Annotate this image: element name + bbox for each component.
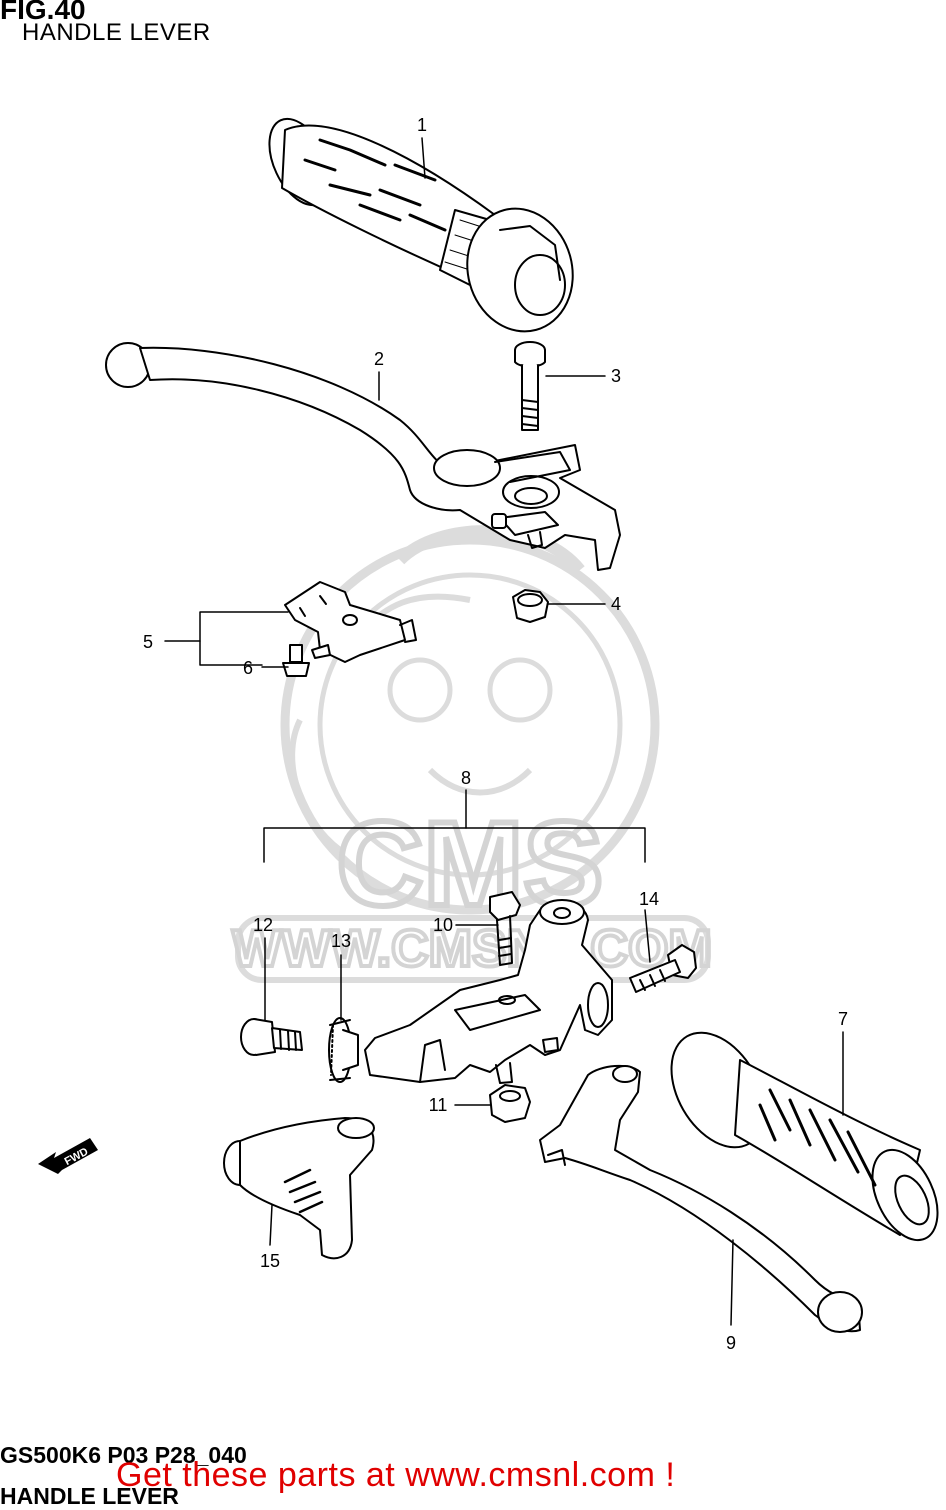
adjuster-13-drawing [328, 1017, 359, 1083]
grip-right-drawing [268, 117, 574, 333]
bolt-14-drawing [629, 944, 697, 993]
callout-labels: 1 2 3 4 5 6 7 8 9 10 11 12 13 14 15 [143, 115, 848, 1353]
bolt-10-drawing [489, 891, 521, 966]
fwd-arrow-icon: FWD [38, 1138, 98, 1174]
page-title: HANDLE LEVER [22, 19, 211, 46]
nut-4-drawing [512, 589, 549, 623]
callout-1: 1 [417, 115, 427, 135]
callout-4: 4 [611, 594, 621, 614]
callout-14: 14 [639, 889, 659, 909]
watermark-url: WWW.CMSNL.COM [232, 920, 711, 978]
bolt-12-drawing [240, 1018, 303, 1056]
nut-11-drawing [489, 1062, 531, 1123]
callout-15: 15 [260, 1251, 280, 1271]
lever-cover-drawing [223, 1117, 375, 1260]
callout-9: 9 [726, 1333, 736, 1353]
cms-watermark [280, 525, 660, 915]
front-brake-lever-drawing [105, 342, 621, 571]
figure-number: FIG.40 [0, 0, 86, 25]
brake-switch-drawing [284, 581, 417, 663]
callout-10: 10 [433, 915, 453, 935]
clutch-lever-drawing [539, 1064, 863, 1333]
leader-lines [164, 137, 844, 1326]
callout-11: 11 [429, 1095, 448, 1115]
callout-13: 13 [331, 931, 351, 951]
callout-7: 7 [838, 1009, 848, 1029]
diagram-code: GS500K6 P03 P28_040 [0, 1442, 247, 1468]
grip-left-drawing [670, 1031, 939, 1242]
fwd-label: FWD [63, 1146, 91, 1168]
callout-6: 6 [243, 658, 253, 678]
promo-link[interactable]: Get these parts at www.cmsnl.com ! [116, 1456, 676, 1494]
callout-12: 12 [253, 915, 273, 935]
screw-6-drawing [282, 644, 310, 677]
callout-5: 5 [143, 632, 153, 652]
watermark-url-band [235, 915, 711, 983]
callout-8: 8 [461, 768, 471, 788]
callout-2: 2 [374, 349, 384, 369]
clutch-holder-drawing [364, 899, 613, 1083]
lever-bolt-drawing [514, 341, 546, 431]
callout-3: 3 [611, 366, 621, 386]
